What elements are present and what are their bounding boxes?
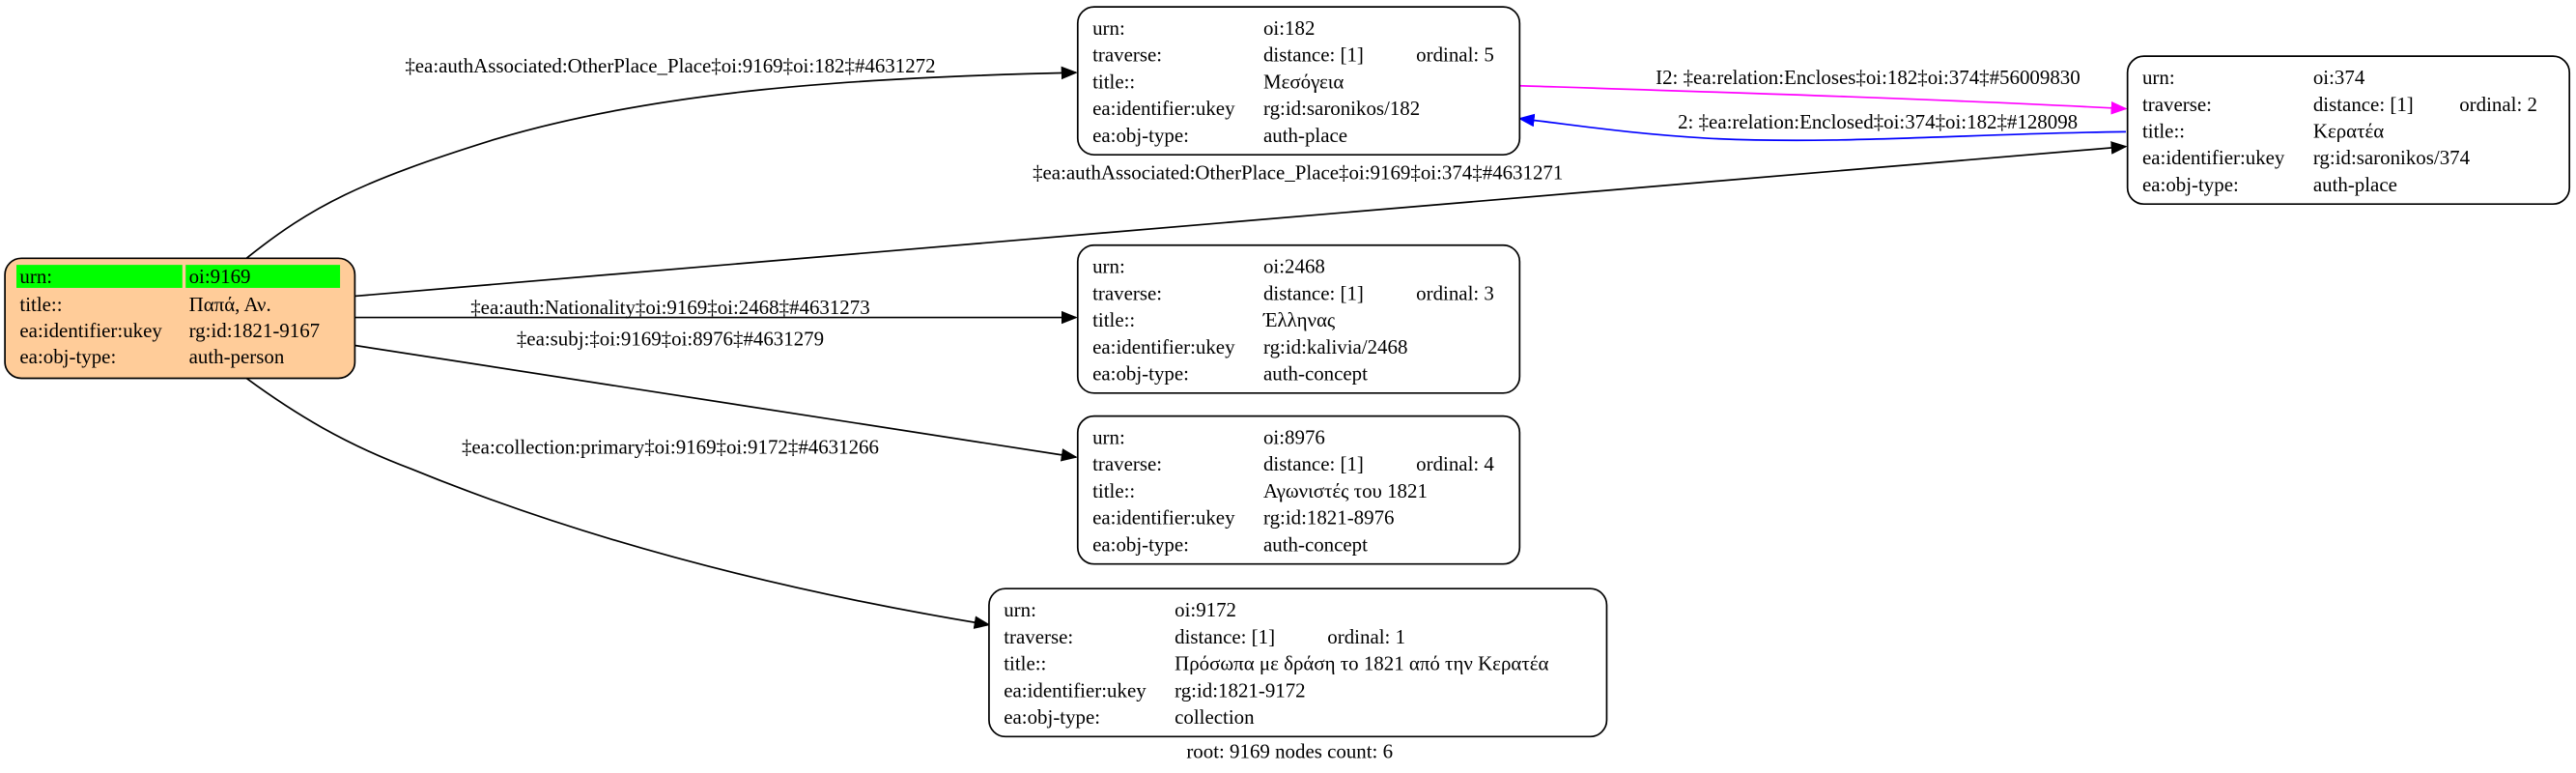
field-value-ukey: rg:id:1821-8976 (1263, 506, 1395, 530)
root-title-key: title:: (19, 293, 62, 316)
node-oi-374[interactable]: urn: oi:374 traverse: distance: [1] ordinal:… (2126, 55, 2571, 206)
edge-9169-374 (354, 141, 2128, 298)
field-value-traverse: distance: [1] (1175, 625, 1275, 648)
field-value-urn: oi:9172 (1175, 598, 1236, 621)
field-value-ukey: rg:id:kalivia/2468 (1263, 335, 1407, 358)
field-value-type: auth-place (2313, 173, 2397, 196)
field-value-urn: oi:374 (2313, 66, 2365, 89)
field-label-urn: urn: (1092, 426, 1125, 449)
field-value-title: Έλληνας (1262, 308, 1336, 331)
field-value-type: collection (1175, 705, 1255, 729)
edge-9169-9172 (245, 377, 991, 629)
node-oi-9172[interactable]: urn: oi:9172 traverse: distance: [1] ordinal… (988, 587, 1608, 738)
edge-9169-8976 (354, 344, 1078, 462)
field-label-title: title:: (2142, 119, 2185, 142)
field-label-traverse: traverse: (1092, 43, 1162, 67)
edge-label: ‡ea:collection:primary‡oi:9169‡oi:9172‡#… (462, 436, 879, 459)
field-label-traverse: traverse: (1092, 281, 1162, 304)
field-value-traverse: distance: [1] (1263, 452, 1364, 475)
field-value-ordinal: ordinal: 4 (1416, 452, 1494, 475)
field-value-type: auth-concept (1263, 532, 1368, 556)
field-label-urn: urn: (1092, 16, 1125, 40)
field-value-title: Αγωνιστές του 1821 (1263, 479, 1428, 502)
edge-182-374-encloses (1519, 84, 2128, 115)
field-label-title: title:: (1092, 308, 1135, 331)
field-label-type: ea:obj-type: (1004, 705, 1100, 729)
root-ukey-value: rg:id:1821-9167 (189, 319, 321, 342)
edge-label: 2: ‡ea:relation:Enclosed‡oi:374‡oi:182‡#… (1678, 110, 2078, 133)
field-label-urn: urn: (2142, 66, 2175, 89)
field-value-urn: oi:2468 (1263, 255, 1325, 278)
field-value-type: auth-concept (1263, 362, 1368, 386)
field-value-ordinal: ordinal: 5 (1416, 43, 1494, 67)
field-value-traverse: distance: [1] (1263, 43, 1364, 67)
field-label-title: title:: (1092, 479, 1135, 502)
root-ukey-key: ea:identifier:ukey (19, 319, 162, 342)
field-value-ordinal: ordinal: 2 (2459, 93, 2537, 116)
field-label-ukey: ea:identifier:ukey (1092, 335, 1235, 358)
root-title-value: Παπά, Αν. (189, 293, 271, 316)
edge-label: ‡ea:authAssociated:OtherPlace_Place‡oi:9… (1033, 161, 1563, 185)
field-label-urn: urn: (1004, 598, 1036, 621)
root-urn-value: oi:9169 (189, 265, 251, 288)
field-label-ukey: ea:identifier:ukey (2142, 146, 2285, 169)
root-node[interactable]: urn: oi:9169 title:: Παπά, Αν. ea:identi… (4, 257, 356, 380)
field-value-ordinal: ordinal: 3 (1416, 281, 1494, 304)
field-value-title: Μεσόγεια (1263, 70, 1344, 93)
node-oi-8976[interactable]: urn: oi:8976 traverse: distance: [1] ordinal… (1076, 415, 1521, 565)
field-value-urn: oi:182 (1263, 16, 1315, 40)
edge-label: I2: ‡ea:relation:Encloses‡oi:182‡oi:374‡… (1656, 66, 2081, 89)
node-oi-2468[interactable]: urn: oi:2468 traverse: distance: [1] ordinal… (1076, 243, 1521, 394)
field-value-urn: oi:8976 (1263, 426, 1325, 449)
field-label-type: ea:obj-type: (1092, 124, 1189, 147)
field-label-title: title:: (1004, 652, 1046, 675)
field-value-title: Πρόσωπα με δράση το 1821 από την Κερατέα (1175, 652, 1548, 675)
root-urn-key: urn: (19, 265, 52, 288)
field-value-type: auth-place (1263, 124, 1347, 147)
field-label-traverse: traverse: (1092, 452, 1162, 475)
edge-label: ‡ea:authAssociated:OtherPlace_Place‡oi:9… (405, 54, 935, 77)
field-label-title: title:: (1092, 70, 1135, 93)
field-label-ukey: ea:identifier:ukey (1092, 506, 1235, 530)
node-oi-182[interactable]: urn: oi:182 traverse: distance: [1] ordinal:… (1076, 6, 1521, 157)
edge-374-182-enclosed (1517, 113, 2126, 142)
field-value-ukey: rg:id:saronikos/374 (2313, 146, 2471, 169)
field-value-title: Κερατέα (2313, 119, 2384, 142)
field-value-ordinal: ordinal: 1 (1327, 625, 1405, 648)
field-label-type: ea:obj-type: (1092, 362, 1189, 386)
field-value-traverse: distance: [1] (2313, 93, 2414, 116)
field-value-ukey: rg:id:1821-9172 (1175, 678, 1306, 701)
edge-9169-182 (245, 66, 1078, 259)
field-label-urn: urn: (1092, 255, 1125, 278)
field-value-traverse: distance: [1] (1263, 281, 1364, 304)
footer-label: root: 9169 nodes count: 6 (1186, 739, 1393, 762)
edge-label: ‡ea:subj:‡oi:9169‡oi:8976‡#4631279 (517, 327, 824, 350)
edge-label: ‡ea:auth:Nationality‡oi:9169‡oi:2468‡#46… (470, 296, 869, 319)
field-label-type: ea:obj-type: (2142, 173, 2239, 196)
field-label-ukey: ea:identifier:ukey (1004, 678, 1146, 701)
field-label-traverse: traverse: (2142, 93, 2212, 116)
field-value-ukey: rg:id:saronikos/182 (1263, 97, 1420, 120)
root-type-key: ea:obj-type: (19, 345, 116, 368)
root-type-value: auth-person (189, 345, 285, 368)
field-label-traverse: traverse: (1004, 625, 1073, 648)
field-label-ukey: ea:identifier:ukey (1092, 97, 1235, 120)
field-label-type: ea:obj-type: (1092, 532, 1189, 556)
